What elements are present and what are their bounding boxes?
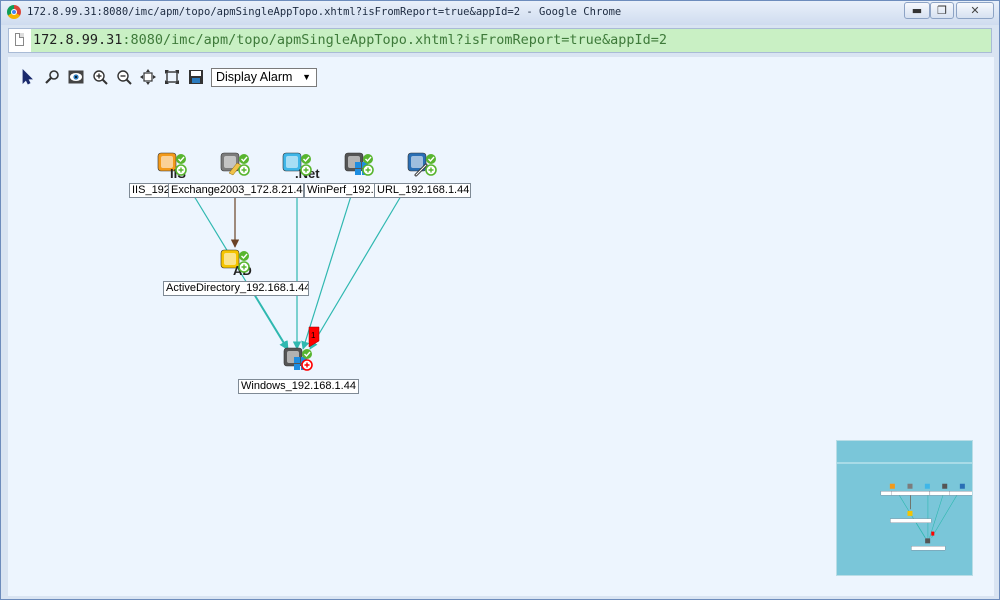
minimap-node-url bbox=[959, 483, 965, 489]
chevron-down-icon: ▼ bbox=[302, 72, 311, 82]
url-host: 172.8.99.31 bbox=[33, 32, 123, 48]
link-iis-windows[interactable] bbox=[193, 195, 288, 350]
winperf-icon bbox=[344, 152, 368, 175]
maximize-button[interactable]: ❐ bbox=[930, 2, 954, 19]
link-winperf-windows[interactable] bbox=[301, 195, 352, 350]
zoom-in-icon[interactable] bbox=[92, 69, 108, 85]
dotnet-icon bbox=[282, 152, 302, 172]
status-expand-icon[interactable] bbox=[362, 164, 374, 176]
node-windows[interactable] bbox=[283, 347, 313, 371]
link-ad-windows[interactable] bbox=[254, 294, 289, 350]
search-icon[interactable] bbox=[44, 69, 60, 85]
node-ad[interactable]: AD bbox=[220, 249, 252, 278]
node-label-url[interactable]: URL_192.168.1.44 bbox=[374, 183, 471, 198]
minimap-node-dotnet bbox=[924, 483, 930, 489]
status-ok-icon bbox=[363, 154, 373, 164]
title-bar[interactable]: 172.8.99.31:8080/imc/apm/topo/apmSingleA… bbox=[1, 1, 999, 25]
status-alarm-icon[interactable] bbox=[301, 359, 313, 371]
page-icon bbox=[15, 33, 24, 46]
status-ok-icon bbox=[239, 154, 249, 164]
ad-icon bbox=[220, 249, 240, 269]
select-icon[interactable] bbox=[20, 69, 36, 85]
window-title: 172.8.99.31:8080/imc/apm/topo/apmSingleA… bbox=[27, 6, 622, 18]
status-ok-icon bbox=[302, 349, 312, 359]
status-ok-icon bbox=[301, 154, 311, 164]
minimap-node-winperf bbox=[942, 483, 948, 489]
address-bar[interactable]: 172.8.99.31:8080/imc/apm/topo/apmSingleA… bbox=[8, 28, 992, 53]
eye-icon[interactable] bbox=[68, 69, 84, 85]
minimap-node-iis bbox=[889, 483, 895, 489]
minimap-alarm bbox=[931, 531, 935, 536]
minimap-label-url bbox=[949, 491, 977, 496]
node-label-windows[interactable]: Windows_192.168.1.44 bbox=[238, 379, 359, 394]
url-icon bbox=[407, 152, 428, 177]
status-ok-icon bbox=[239, 251, 249, 261]
url-path: :8080/imc/apm/topo/apmSingleAppTopo.xhtm… bbox=[122, 32, 667, 48]
node-label-winperf[interactable]: WinPerf_192.168.1.44 bbox=[304, 183, 376, 198]
iis-icon bbox=[157, 152, 177, 172]
save-icon[interactable] bbox=[188, 69, 204, 85]
minimap-label-ad bbox=[890, 518, 932, 523]
node-winperf[interactable] bbox=[344, 152, 374, 176]
minimap-graph bbox=[837, 462, 977, 551]
status-ok-icon bbox=[176, 154, 186, 164]
url-field[interactable]: 172.8.99.31:8080/imc/apm/topo/apmSingleA… bbox=[31, 29, 991, 52]
status-expand-icon[interactable] bbox=[175, 164, 187, 176]
nodes-layer: IIS .NetAD 1 bbox=[157, 152, 437, 371]
alarm-flag[interactable]: 1 bbox=[308, 326, 320, 348]
chrome-logo-icon bbox=[7, 5, 21, 19]
status-ok-icon bbox=[426, 154, 436, 164]
node-exchange[interactable] bbox=[220, 152, 250, 176]
display-alarm-select[interactable]: Display Alarm ▼ bbox=[211, 68, 317, 87]
minimap-node-windows bbox=[925, 538, 931, 544]
minimap-label-exchange bbox=[891, 491, 931, 496]
overview-minimap[interactable] bbox=[836, 440, 977, 576]
node-label-ad[interactable]: ActiveDirectory_192.168.1.44 bbox=[163, 281, 309, 296]
node-label-exchange[interactable]: Exchange2003_172.8.21.44 bbox=[168, 183, 304, 198]
topology-canvas[interactable]: Display Alarm ▼ IIS.NetAD1 IIS_192.168.1… bbox=[8, 57, 994, 596]
node-iis[interactable]: IIS bbox=[157, 152, 187, 181]
minimap-link bbox=[929, 494, 944, 538]
minimap-link bbox=[915, 522, 926, 538]
minimap-link bbox=[931, 494, 958, 538]
close-button[interactable]: ✕ bbox=[956, 2, 994, 19]
fit-icon[interactable] bbox=[164, 69, 180, 85]
link-url-windows[interactable] bbox=[309, 195, 402, 350]
minimap-label-windows bbox=[911, 546, 946, 551]
alarm-count: 1 bbox=[311, 331, 316, 340]
minimize-button[interactable]: ▬ bbox=[904, 2, 930, 19]
links-layer bbox=[193, 195, 402, 350]
minimap-node-exchange bbox=[907, 483, 913, 489]
node-dotnet[interactable]: .Net bbox=[282, 152, 320, 181]
minimap-layer bbox=[880, 483, 977, 551]
status-expand-icon[interactable] bbox=[300, 164, 312, 176]
minimap-node-ad bbox=[907, 510, 913, 516]
exchange-icon bbox=[220, 152, 242, 176]
status-expand-icon[interactable] bbox=[238, 261, 250, 273]
minimap-label-winperf bbox=[929, 491, 951, 496]
display-select-value: Display Alarm bbox=[216, 70, 293, 84]
topology-graph: IIS .NetAD 1 bbox=[157, 152, 437, 371]
pan-icon[interactable] bbox=[140, 69, 156, 85]
node-url[interactable] bbox=[407, 152, 437, 177]
status-expand-icon[interactable] bbox=[238, 164, 250, 176]
status-expand-icon[interactable] bbox=[425, 164, 437, 176]
zoom-out-icon[interactable] bbox=[116, 69, 132, 85]
